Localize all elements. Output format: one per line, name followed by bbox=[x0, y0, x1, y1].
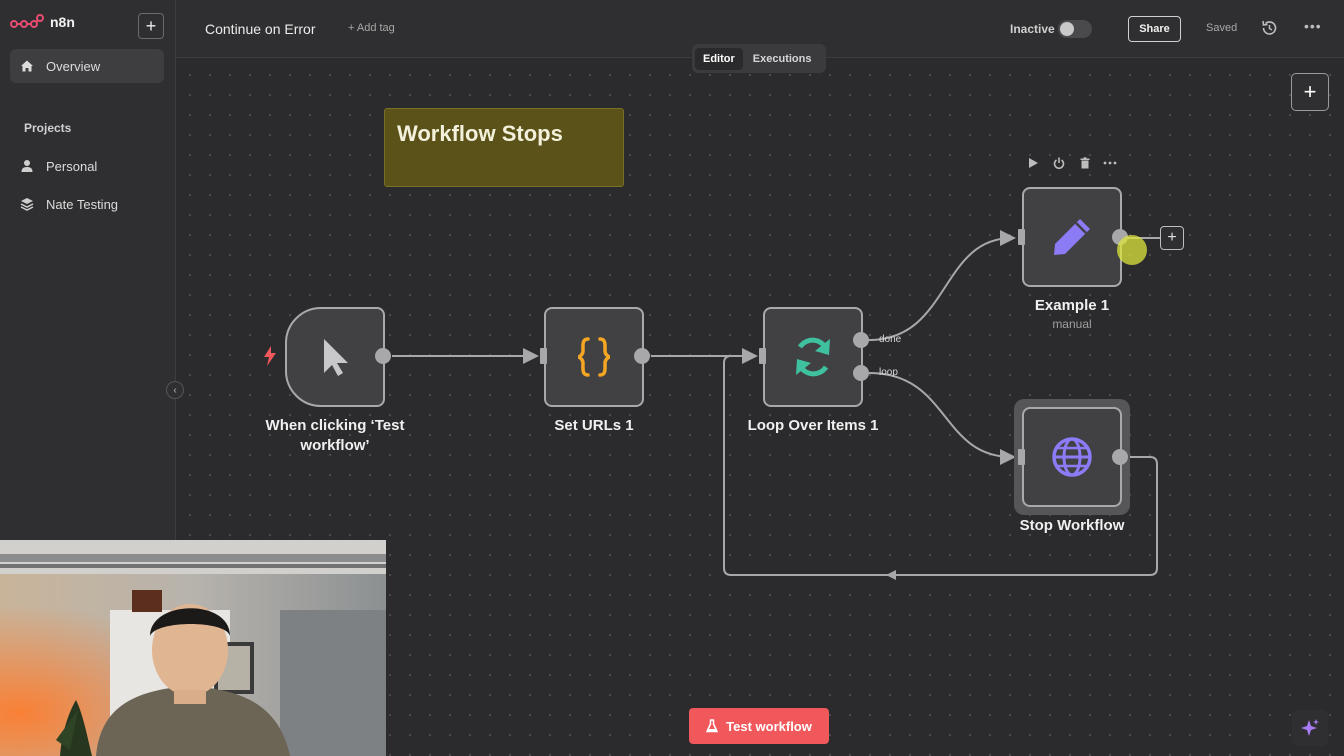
projects-heading: Projects bbox=[24, 121, 72, 135]
add-node-button[interactable]: + bbox=[1160, 226, 1184, 250]
sticky-note[interactable]: Workflow Stops bbox=[384, 108, 624, 187]
output-handle[interactable] bbox=[375, 348, 391, 364]
history-icon[interactable] bbox=[1260, 19, 1278, 37]
user-icon bbox=[21, 160, 33, 172]
toggle-knob bbox=[1060, 22, 1074, 36]
sidebar: n8n + Overview Projects Personal Nate Te… bbox=[0, 0, 176, 540]
node-loop-over-items[interactable] bbox=[763, 307, 863, 407]
app-name: n8n bbox=[50, 14, 75, 30]
node-trigger[interactable] bbox=[285, 307, 385, 407]
globe-icon bbox=[1052, 437, 1092, 477]
node-sublabel-example: manual bbox=[1052, 317, 1092, 331]
port-label-loop: loop bbox=[879, 367, 898, 378]
play-icon[interactable] bbox=[1025, 157, 1041, 173]
output-handle-done[interactable] bbox=[853, 332, 869, 348]
more-menu-icon[interactable]: ••• bbox=[1304, 18, 1322, 34]
view-tabs: Editor Executions bbox=[692, 44, 826, 73]
sidebar-item-nate-testing[interactable]: Nate Testing bbox=[10, 187, 164, 221]
saved-status: Saved bbox=[1206, 22, 1238, 34]
refresh-icon bbox=[796, 337, 830, 377]
node-example-1[interactable] bbox=[1022, 187, 1122, 287]
node-label-stop: Stop Workflow bbox=[1019, 517, 1125, 534]
layers-icon bbox=[20, 198, 34, 211]
input-handle[interactable] bbox=[540, 348, 547, 364]
add-tag-link[interactable]: + Add tag bbox=[348, 22, 395, 34]
input-handle[interactable] bbox=[759, 348, 766, 364]
node-label-loop: Loop Over Items 1 bbox=[747, 417, 879, 434]
ai-assistant-button[interactable] bbox=[1292, 710, 1328, 746]
share-button[interactable]: Share bbox=[1128, 16, 1181, 42]
output-handle[interactable] bbox=[634, 348, 650, 364]
output-handle[interactable] bbox=[1112, 449, 1128, 465]
trash-icon[interactable] bbox=[1077, 157, 1093, 173]
port-label-done: done bbox=[879, 334, 902, 345]
tab-editor[interactable]: Editor bbox=[695, 47, 743, 70]
n8n-logo[interactable]: n8n bbox=[10, 14, 75, 30]
output-handle-loop[interactable] bbox=[853, 365, 869, 381]
home-icon bbox=[21, 60, 33, 72]
sidebar-item-overview[interactable]: Overview bbox=[10, 49, 164, 83]
node-set-urls[interactable] bbox=[544, 307, 644, 407]
pencil-icon bbox=[1054, 219, 1090, 255]
workflow-title[interactable]: Continue on Error bbox=[205, 21, 316, 37]
collapse-sidebar-button[interactable]: ‹ bbox=[166, 381, 184, 399]
node-label-set-urls: Set URLs 1 bbox=[554, 417, 634, 434]
sidebar-item-label: Personal bbox=[46, 158, 98, 174]
power-icon[interactable] bbox=[1051, 157, 1067, 173]
test-workflow-label: Test workflow bbox=[726, 718, 812, 734]
sticky-note-text: Workflow Stops bbox=[397, 121, 563, 146]
connection-loop-stop bbox=[868, 372, 1016, 465]
cursor-highlight bbox=[1117, 235, 1147, 265]
active-status-label: Inactive bbox=[1010, 22, 1055, 36]
connection-stop-back bbox=[723, 355, 1158, 576]
more-options-icon[interactable] bbox=[1102, 157, 1118, 173]
node-label-example: Example 1 bbox=[1034, 297, 1110, 314]
cursor-icon bbox=[324, 339, 348, 376]
sidebar-item-label: Overview bbox=[46, 58, 101, 74]
active-toggle[interactable] bbox=[1058, 20, 1092, 38]
node-label-trigger: When clicking ‘Test workflow’ bbox=[265, 417, 405, 454]
canvas-add-node-button[interactable]: + bbox=[1291, 73, 1329, 111]
sidebar-item-personal[interactable]: Personal bbox=[10, 149, 164, 183]
webcam-image bbox=[0, 540, 386, 756]
input-handle[interactable] bbox=[1018, 449, 1025, 465]
loop-back-arrow bbox=[886, 570, 896, 580]
connection-done-example bbox=[868, 230, 1016, 341]
sidebar-item-label: Nate Testing bbox=[46, 196, 119, 212]
sparkle-icon bbox=[1301, 719, 1319, 736]
node-stop-workflow[interactable] bbox=[1022, 407, 1122, 507]
webcam-overlay bbox=[0, 540, 386, 756]
sidebar-add-button[interactable]: + bbox=[138, 13, 164, 39]
tab-executions[interactable]: Executions bbox=[752, 52, 812, 65]
flask-icon bbox=[706, 719, 719, 733]
n8n-logo-icon bbox=[10, 14, 44, 28]
braces-icon bbox=[577, 337, 611, 377]
lightning-icon bbox=[264, 346, 276, 366]
test-workflow-button[interactable]: Test workflow bbox=[689, 708, 829, 744]
input-handle[interactable] bbox=[1018, 229, 1025, 245]
